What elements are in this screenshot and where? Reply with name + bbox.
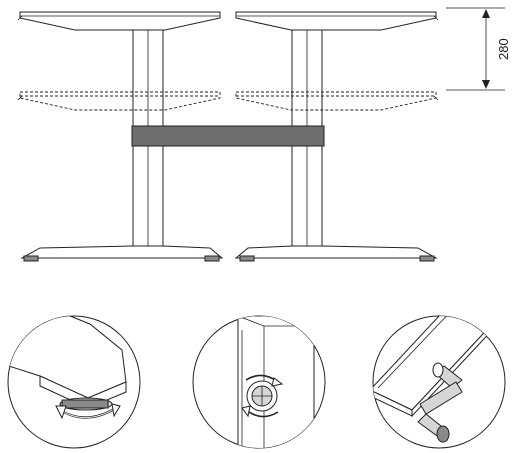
lowered-desktop-outline (17, 91, 439, 111)
crank-handle-icon (417, 362, 463, 443)
detail-column-knob (192, 315, 326, 449)
crossbar (131, 125, 325, 147)
rotation-arrows-icon (55, 403, 121, 420)
dimension-value: 280 (496, 38, 511, 60)
height-dimension: 280 (446, 7, 511, 91)
detail-adjustable-foot (7, 315, 141, 449)
detail-crank-handle (372, 315, 506, 449)
